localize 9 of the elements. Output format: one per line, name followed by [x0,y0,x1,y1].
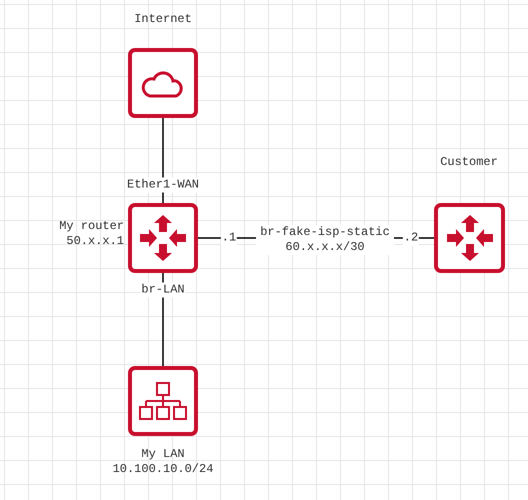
node-label: My router 50.x.x.1 [58,219,124,249]
node-label: Internet [133,12,193,27]
node-label: My LAN 10.100.10.0/24 [112,447,214,477]
port-label: .1 [220,230,238,246]
edge-label: br-LAN [140,282,186,298]
node-label: Customer [439,155,499,170]
port-label: .2 [402,230,420,246]
edge-label: br-fake-isp-static 60.x.x.x/30 [256,225,394,255]
edge-label: Ether1-WAN [126,178,200,192]
